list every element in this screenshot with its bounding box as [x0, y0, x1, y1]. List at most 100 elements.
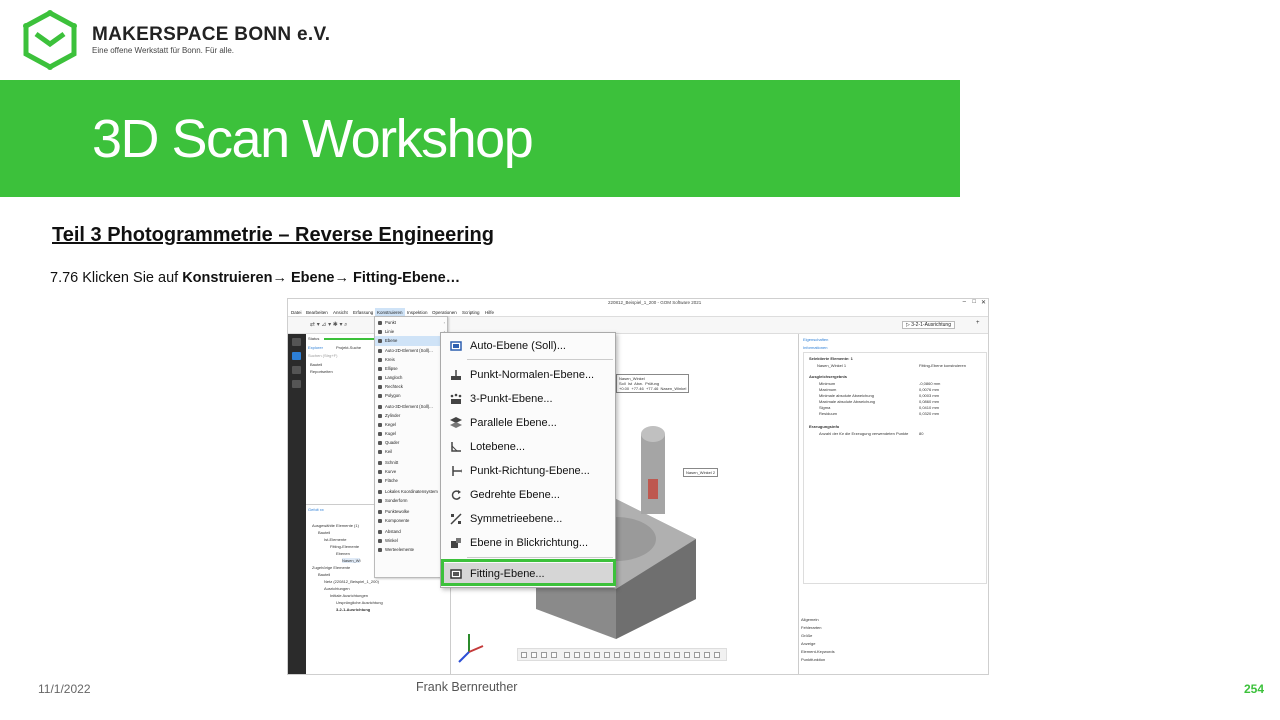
section-groesse[interactable]: Größe: [801, 633, 813, 638]
tab-selected[interactable]: Gefolt xx: [308, 507, 324, 512]
tree-nasen-winkel[interactable]: Nasen_Wi: [342, 558, 361, 563]
home-icon[interactable]: [292, 338, 301, 346]
tree-ist-elemente[interactable]: Ist-Elemente: [324, 537, 347, 542]
menu-item-ebene[interactable]: Ebene›: [375, 336, 448, 346]
view-tool-icon[interactable]: [644, 652, 650, 658]
section-fehlerarten[interactable]: Fehlerarten: [801, 625, 822, 630]
three-point-plane-icon: [450, 393, 462, 404]
menu-item-auto-ebene[interactable]: Auto-Ebene (Soll)...: [442, 335, 614, 357]
section-allgemein[interactable]: Allgemein: [801, 617, 819, 622]
close-icon[interactable]: ✕: [980, 300, 986, 306]
view-tool-icon[interactable]: [654, 652, 660, 658]
menu-item-parallele-ebene[interactable]: Parallele Ebene...: [442, 412, 614, 434]
view-tool-icon[interactable]: [531, 652, 537, 658]
menu-item-punkt-normalen-ebene[interactable]: Punkt-Normalen-Ebene...: [442, 364, 614, 386]
view-tool-icon[interactable]: [614, 652, 620, 658]
toolbar-tools-icon[interactable]: ⇄ ▾ ⊿ ▾ ✱ ▾ ⌕: [310, 322, 348, 328]
prop-key-max-abs: Maximale absolute Abweichung: [819, 399, 876, 404]
view-tool-icon[interactable]: [704, 652, 710, 658]
menu-item-komponente[interactable]: Komponente›: [375, 516, 448, 526]
view-tool-icon[interactable]: [584, 652, 590, 658]
menu-item-linie[interactable]: Linie›: [375, 327, 448, 337]
window-titlebar: 220812_Beispiel_1_200 - GOM Software 202…: [288, 299, 988, 308]
menu-item-punkt[interactable]: Punkt›: [375, 318, 448, 328]
menu-item-auto-2d[interactable]: Auto-2D-Element (Soll)...: [375, 346, 448, 356]
tab-informationen[interactable]: Informationen: [803, 345, 828, 350]
grid-icon[interactable]: [292, 380, 301, 388]
explorer-icon[interactable]: [292, 352, 301, 360]
tree-initiale-ausrichtungen[interactable]: Initiale Ausrichtungen: [330, 593, 369, 598]
explorer-search-input[interactable]: Suchen (Strg+F): [308, 353, 338, 358]
properties-box: [803, 352, 987, 584]
menu-konstruieren[interactable]: Konstruieren: [375, 308, 405, 317]
menu-item-polygon[interactable]: Polygon›: [375, 391, 448, 401]
tree-urspruengliche-ausrichtung[interactable]: Ursprüngliche Ausrichtung: [336, 600, 383, 605]
tab-projekt-suche[interactable]: Projekt-Suche: [336, 345, 362, 350]
view-tool-icon[interactable]: [674, 652, 680, 658]
tree-bauteil-2[interactable]: Bauteil: [318, 572, 331, 577]
view-tool-icon[interactable]: [594, 652, 600, 658]
instruction-prefix: 7.76 Klicken Sie auf: [50, 270, 183, 286]
tree-321-ausrichtung[interactable]: 3-2-1-Ausrichtung: [336, 607, 371, 612]
tree-ebenen[interactable]: Ebenen: [336, 551, 350, 556]
view-tool-icon[interactable]: [541, 652, 547, 658]
view-tool-icon[interactable]: [664, 652, 670, 658]
menu-bearbeiten[interactable]: Bearbeiten: [306, 310, 328, 315]
label-val-abw: +77.46: [645, 386, 659, 391]
menu-item-auto-3d[interactable]: Auto-3D-Element (Soll)...: [375, 402, 448, 412]
alignment-selector[interactable]: ▷ 3-2-1-Ausrichtung: [902, 321, 955, 329]
view-tool-icon[interactable]: [574, 652, 580, 658]
view-tool-icon[interactable]: [624, 652, 630, 658]
view-tool-icon[interactable]: [604, 652, 610, 658]
status-progress: [324, 338, 384, 340]
menu-item-werteelemente[interactable]: Werteelemente›: [375, 545, 448, 555]
menu-item-keil[interactable]: Keil›: [375, 447, 448, 457]
view-tool-icon[interactable]: [551, 652, 557, 658]
menu-erfassung[interactable]: Erfassung: [353, 310, 374, 315]
section-punktfunktion[interactable]: Punktfunktion: [801, 657, 826, 662]
menu-item-fitting-ebene[interactable]: Fitting-Ebene...: [442, 563, 614, 585]
menu-item-lotebene[interactable]: Lotebene...: [442, 436, 614, 458]
menu-separator: [467, 359, 613, 360]
section-element-keywords[interactable]: Element-Keywords: [801, 649, 835, 654]
menu-item-punkt-richtung-ebene[interactable]: Punkt-Richtung-Ebene...: [442, 460, 614, 482]
tree-ausrichtungen[interactable]: Ausrichtungen: [324, 586, 350, 591]
view-tool-icon[interactable]: [521, 652, 527, 658]
menu-inspektion[interactable]: Inspektion: [407, 310, 428, 315]
menu-item-ebene-blickrichtung[interactable]: Ebene in Blickrichtung...: [442, 532, 614, 554]
view-tool-icon[interactable]: [634, 652, 640, 658]
add-icon[interactable]: +: [976, 320, 980, 326]
tree-item-bauteil[interactable]: Bauteil: [310, 362, 323, 367]
report-icon[interactable]: [292, 366, 301, 374]
minimize-icon[interactable]: –: [962, 299, 966, 305]
tab-explorer[interactable]: Explorer: [308, 345, 323, 350]
tree-netz[interactable]: Netz (220812_Beispiel_1_200): [324, 579, 379, 584]
menu-scripting[interactable]: Scripting: [462, 310, 480, 315]
section-anzeige[interactable]: Anzeige: [801, 641, 816, 646]
label-val-pruefung: Nasen_Winkel: [660, 386, 687, 391]
menu-hilfe[interactable]: Hilfe: [485, 310, 495, 315]
view-tool-icon[interactable]: [684, 652, 690, 658]
menu-item-3-punkt-ebene[interactable]: 3-Punkt-Ebene...: [442, 388, 614, 410]
menu-item-sonderform[interactable]: Sonderform›: [375, 496, 448, 506]
menu-item-symmetrieebene[interactable]: Symmetrieebene...: [442, 508, 614, 530]
menu-datei[interactable]: Datei: [291, 310, 302, 315]
menu-item-label: Punkt-Richtung-Ebene...: [470, 465, 590, 477]
tab-eigenschaften[interactable]: Eigenschaften: [803, 337, 829, 342]
tree-selected-elements[interactable]: Ausgewählte Elemente (1): [312, 523, 359, 528]
creation-info-heading: Erzeugungsinfo: [809, 424, 840, 429]
tree-fitting-elemente[interactable]: Fitting-Elemente: [330, 544, 360, 549]
maximize-icon[interactable]: □: [972, 299, 976, 305]
tree-item-reportseiten[interactable]: Reportseiten: [310, 369, 333, 374]
menu-item-gedrehte-ebene[interactable]: Gedrehte Ebene...: [442, 484, 614, 506]
menu-item-flaeche[interactable]: Fläche›: [375, 476, 448, 486]
menu-separator: [467, 557, 613, 558]
view-tool-icon[interactable]: [714, 652, 720, 658]
tree-bauteil[interactable]: Bauteil: [318, 530, 331, 535]
menu-operationen[interactable]: Operationen: [432, 310, 457, 315]
view-direction-plane-icon: [451, 538, 461, 548]
menu-ansicht[interactable]: Ansicht: [333, 310, 348, 315]
view-tool-icon[interactable]: [564, 652, 570, 658]
view-tool-icon[interactable]: [694, 652, 700, 658]
tree-related-elements[interactable]: Zugehörige Elemente: [312, 565, 351, 570]
